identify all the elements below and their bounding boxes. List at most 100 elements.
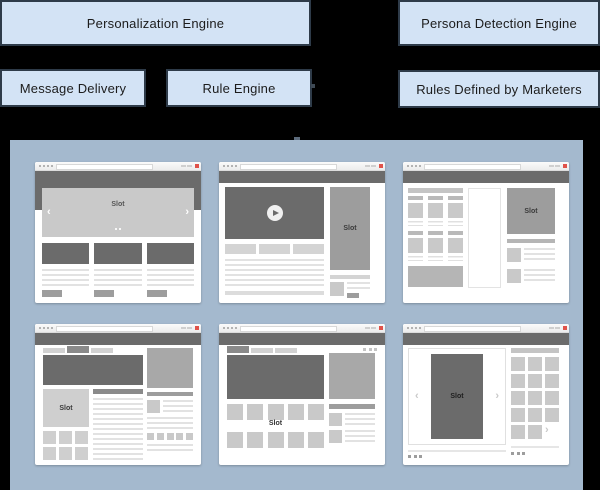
thumbnail-row [225,244,324,254]
slot-label: Slot [524,207,538,215]
sidebar-slot: Slot [330,187,370,270]
sidebar-bar-placeholder [147,392,193,396]
back-icon [39,327,41,329]
home-icon [51,165,53,167]
image-placeholder [146,243,194,264]
back-icon [407,327,409,329]
forward-icon [411,165,413,167]
thumbnail-row [147,433,193,440]
card-caption-row [408,221,463,226]
active-tab-placeholder [67,346,89,353]
chevron-left-icon: ‹ [415,390,419,402]
text-placeholder [42,269,90,286]
window-maximize-icon [555,327,560,329]
pagination-dots [408,455,422,458]
diagram-box-persona-detection-engine: Persona Detection Engine [398,0,600,46]
sidebar-bar-placeholder [329,404,375,409]
slot-label: Slot [450,393,464,400]
thumbnail-grid [43,431,89,460]
text-placeholder [93,398,143,460]
gallery-caption-row [227,451,324,456]
refresh-icon [231,327,233,329]
page-header-band [35,333,201,345]
slot-label: Slot [59,404,73,412]
section-bar-placeholder [408,188,463,193]
list-item [507,248,555,262]
diagram-box-label: Rule Engine [202,80,276,96]
sidebar-bar-placeholder [511,348,559,353]
card-image-row [408,238,463,253]
menu-dots-icon [363,348,377,351]
slot-label: Slot [268,420,283,427]
address-bar [56,163,153,170]
diagram-box-message-delivery: Message Delivery [0,69,146,107]
browser-chrome-bar [403,162,569,171]
text-placeholder [225,259,324,286]
gallery-row [227,432,324,448]
button-placeholder [94,290,115,297]
wireframe-window-gallery: Slot [219,324,385,465]
card-image-row [408,203,463,218]
text-placeholder [147,444,193,451]
window-minimize-icon [181,327,186,329]
thumbnail-grid [511,357,559,439]
refresh-icon [415,165,417,167]
forward-icon [43,327,45,329]
diagram-box-personalization-engine: Personalization Engine [0,0,311,46]
window-close-icon [379,164,383,168]
window-minimize-icon [365,165,370,167]
chevron-right-icon: › [185,206,189,218]
refresh-icon [231,165,233,167]
active-tab-placeholder [227,346,249,353]
window-maximize-icon [371,327,376,329]
browser-chrome-bar [219,162,385,171]
back-icon [407,165,409,167]
thumbnail-placeholder [330,282,344,296]
window-close-icon [563,326,567,330]
refresh-icon [415,327,417,329]
chevron-right-icon: › [545,424,549,436]
home-icon [235,165,237,167]
address-bar [240,163,337,170]
card-title-row [408,196,463,200]
home-icon [51,327,53,329]
window-minimize-icon [549,165,554,167]
diagram-box-label: Message Delivery [19,80,127,96]
forward-icon [227,165,229,167]
slot-label: Slot [111,201,125,208]
diagram-box-rules-defined-by-marketers: Rules Defined by Marketers [398,70,600,108]
diagram-box-label: Persona Detection Engine [421,15,577,31]
browser-chrome-bar [219,324,385,333]
website-templates-panel: ‹ › Slot [10,140,583,490]
browser-chrome-bar [403,324,569,333]
tab-placeholder [251,348,273,353]
forward-icon [43,165,45,167]
content-slot: Slot [43,389,89,427]
video-placeholder [225,187,324,239]
banner-placeholder [408,266,463,287]
page-header-band [219,333,385,345]
divider-placeholder [408,450,506,452]
page-header-band [403,333,569,345]
wireframe-window-video-page: Slot [219,162,385,303]
banner-placeholder [227,355,324,399]
sidebar-slot: Slot [507,188,555,234]
sidebar-bar-placeholder [507,239,555,243]
carousel-pagination-dots [42,228,194,230]
tab-placeholder [43,348,65,353]
product-grid [408,188,463,287]
card-title-row [408,231,463,235]
pagination-dots [511,452,525,455]
page-header-band [403,171,569,183]
window-maximize-icon [187,327,192,329]
refresh-icon [47,327,49,329]
image-placeholder [329,353,375,399]
wireframe-window-catalog: Slot [403,162,569,303]
address-bar [240,325,337,332]
text-placeholder [347,282,370,291]
divider-placeholder [225,291,324,295]
forward-icon [227,327,229,329]
window-minimize-icon [365,327,370,329]
button-placeholder [146,290,167,297]
